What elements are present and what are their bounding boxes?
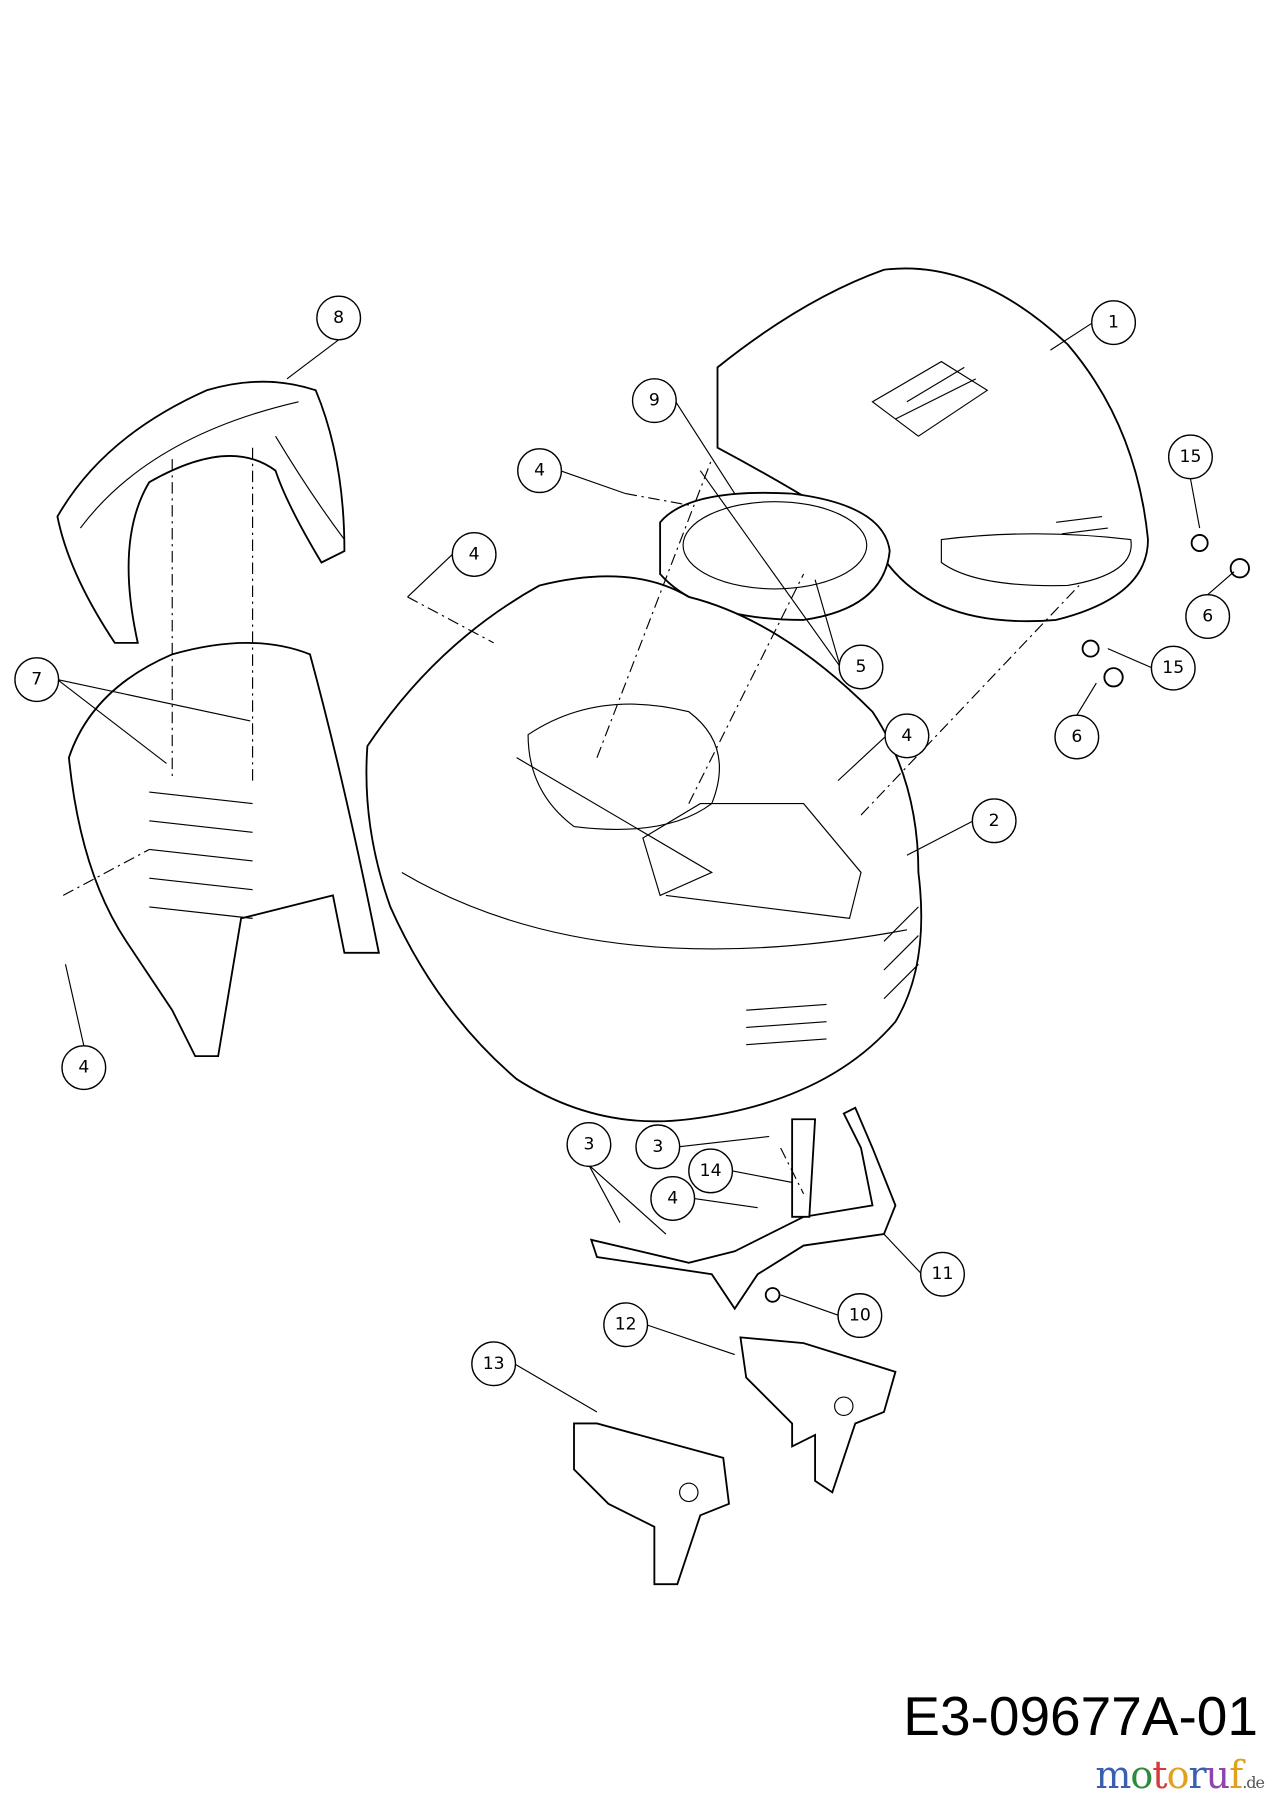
watermark-letter: u [1205, 1753, 1231, 1797]
callout-label: 4 [78, 1058, 89, 1078]
callout-circle [837, 1293, 883, 1339]
callout-14: 14 [688, 1148, 734, 1194]
callout-label: 5 [856, 657, 867, 677]
fasteners [764, 534, 1250, 1303]
callout-label: 6 [1202, 606, 1213, 626]
callout-label: 2 [989, 811, 1000, 831]
callout-label: 10 [849, 1306, 871, 1326]
callout-circle [14, 657, 60, 703]
callout-circle [603, 1302, 649, 1348]
callout-6: 6 [1185, 593, 1231, 639]
watermark-logo: motoruf.de [1095, 1752, 1265, 1798]
callout-12: 12 [603, 1302, 649, 1348]
assembly-lines [62, 447, 1080, 1195]
callout-4: 4 [451, 531, 497, 577]
callout-circle [920, 1251, 966, 1297]
callout-label: 3 [583, 1135, 594, 1155]
callout-4: 4 [61, 1045, 107, 1091]
callout-label: 15 [1162, 658, 1184, 678]
callout-label: 14 [700, 1161, 722, 1181]
callout-circle [1054, 714, 1100, 760]
callout-label: 9 [649, 391, 660, 411]
callout-label: 6 [1071, 727, 1082, 747]
callout-label: 12 [615, 1315, 637, 1335]
callout-circle [316, 295, 362, 341]
callout-circle [471, 1341, 517, 1387]
watermark-letter: f [1229, 1753, 1243, 1797]
watermark-letter: m [1095, 1753, 1131, 1797]
callout-label: 8 [333, 308, 344, 328]
callout-circle [838, 644, 884, 690]
callout-10: 10 [837, 1293, 883, 1339]
callout-7: 7 [14, 657, 60, 703]
callout-label: 13 [483, 1354, 505, 1374]
part-mount-plate-right [739, 1336, 897, 1494]
watermark-letter: o [1166, 1753, 1190, 1797]
callout-circle [517, 448, 563, 494]
callout-label: 1 [1108, 313, 1119, 333]
callout-6: 6 [1054, 714, 1100, 760]
diagram-code: E3-09677A-01 [903, 1685, 1258, 1747]
callout-circle [635, 1124, 681, 1170]
callout-circle [61, 1045, 107, 1091]
callout-circle [884, 713, 930, 759]
callout-3: 3 [635, 1124, 681, 1170]
callout-circle [1150, 645, 1196, 691]
callout-3: 3 [566, 1122, 612, 1168]
callout-circle [566, 1122, 612, 1168]
part-dash-panel-top [56, 380, 346, 644]
watermark-letter: t [1152, 1753, 1167, 1797]
callout-13: 13 [471, 1341, 517, 1387]
callout-8: 8 [316, 295, 362, 341]
part-hood [365, 575, 923, 1123]
callout-5: 5 [838, 644, 884, 690]
watermark-suffix: .de [1242, 1773, 1265, 1792]
callout-1: 1 [1091, 300, 1137, 346]
watermark-letter: r [1188, 1753, 1206, 1797]
callout-circle [971, 798, 1017, 844]
callout-label: 15 [1180, 447, 1202, 467]
callout-circle [1091, 300, 1137, 346]
callout-circle [650, 1175, 696, 1221]
part-mount-plate-left [573, 1422, 730, 1586]
callout-label: 7 [31, 670, 42, 690]
watermark-letter: o [1130, 1753, 1153, 1797]
callout-4: 4 [650, 1175, 696, 1221]
part-bracket [589, 1106, 897, 1311]
watermark-text: motoruf [1095, 1753, 1243, 1797]
callout-11: 11 [920, 1251, 966, 1297]
callout-circle [1167, 434, 1213, 480]
callout-2: 2 [971, 798, 1017, 844]
callout-circle [1185, 593, 1231, 639]
part-dash-panel-lower [67, 641, 380, 1058]
callout-label: 4 [469, 544, 480, 564]
callout-label: 4 [667, 1188, 678, 1208]
callout-circle [631, 378, 677, 424]
callout-9: 9 [631, 378, 677, 424]
callout-4: 4 [517, 448, 563, 494]
leader-lines [57, 322, 1235, 1413]
callout-15: 15 [1150, 645, 1196, 691]
callout-circle [688, 1148, 734, 1194]
callout-label: 3 [652, 1137, 663, 1157]
callout-label: 4 [534, 461, 545, 481]
callout-label: 4 [901, 726, 912, 746]
callout-15: 15 [1167, 434, 1213, 480]
callout-circle [451, 531, 497, 577]
callout-label: 11 [932, 1264, 954, 1284]
callout-4: 4 [884, 713, 930, 759]
